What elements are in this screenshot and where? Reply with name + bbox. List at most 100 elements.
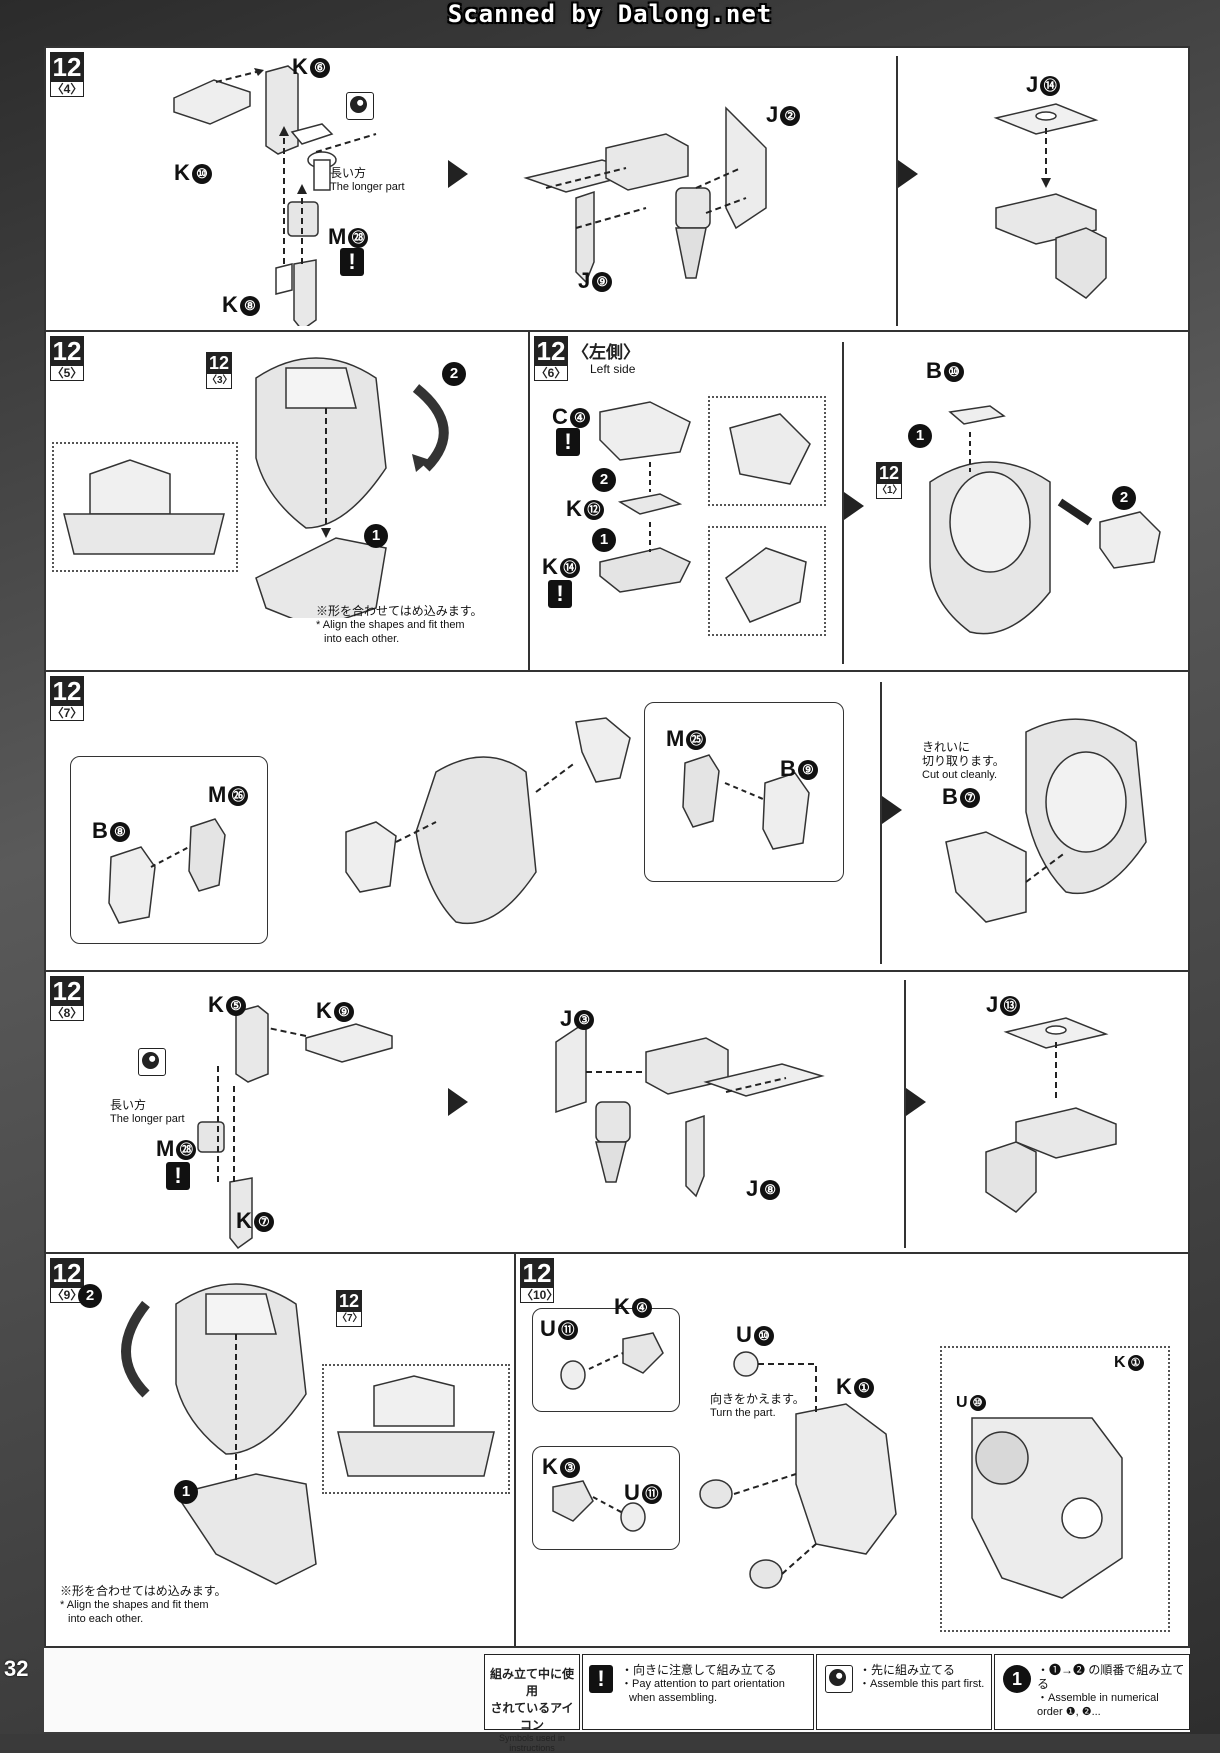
part-drawing-c4-k12-k14 [599, 401, 692, 593]
scan-watermark: Scanned by Dalong.net [447, 0, 773, 28]
panel-step-12-4: 12 〈4〉 [44, 46, 1190, 332]
next-arrow [844, 492, 864, 520]
reference-step: 12 〈1〉 [876, 462, 903, 499]
panel-step-12-9: 12 〈9〉 12 〈7〉 2 1 ※形を合わせてはめ込みます。 * Align… [44, 1252, 516, 1648]
part-drawing-k6-k10-k8 [173, 65, 377, 326]
order-marker-1: 1 [908, 424, 932, 448]
part-drawing-shield-2 [121, 1283, 317, 1585]
order-marker-1: 1 [174, 1480, 198, 1504]
order-marker-2: 2 [1112, 486, 1136, 510]
note-align-shapes: ※形を合わせてはめ込みます。 * Align the shapes and fi… [316, 604, 483, 645]
part-drawing-b7-shield [945, 718, 1147, 923]
note-longer-part: 長い方 The longer part [330, 166, 405, 193]
assemble-first-icon [138, 1048, 166, 1076]
caution-icon: ! [548, 580, 572, 608]
assemble-first-icon [346, 92, 374, 120]
part-drawing-k5-k9-k7 [197, 1005, 393, 1250]
detail-view-box [708, 396, 826, 506]
column-divider [842, 342, 844, 664]
detail-view-box [322, 1364, 510, 1494]
part-drawing-j13 [985, 1017, 1117, 1213]
detail-view-box [52, 442, 238, 572]
detail-drawing [63, 459, 225, 555]
step-number: 12 〈5〉 [50, 336, 84, 381]
order-marker-2: 2 [592, 468, 616, 492]
part-drawing-j2-j9 [523, 106, 767, 284]
order-marker-2: 2 [442, 362, 466, 386]
order-marker-1: 1 [364, 524, 388, 548]
part-drawing-k1-assembly [699, 1351, 897, 1589]
column-divider [904, 980, 906, 1248]
detail-view-box [708, 526, 826, 636]
next-arrow [898, 160, 918, 188]
detail-view-k1-u10 [940, 1346, 1170, 1632]
caution-icon: ! [166, 1162, 190, 1190]
order-marker-1: 1 [592, 528, 616, 552]
detail-view-u11-k4 [532, 1308, 680, 1412]
assemble-first-icon [825, 1665, 853, 1693]
next-arrow [906, 1088, 926, 1116]
step-number: 12 〈9〉 [50, 1258, 84, 1303]
detail-view-m25-b9 [644, 702, 844, 882]
note-cut-cleanly: きれいに 切り取ります。 Cut out cleanly. [922, 740, 1005, 781]
step-number: 12 〈10〉 [520, 1258, 559, 1303]
reference-step: 12 〈7〉 [336, 1290, 363, 1327]
note-turn-part: 向きをかえます。 Turn the part. [710, 1392, 805, 1419]
caution-icon: ! [589, 1665, 613, 1693]
instruction-sheet: 12 〈4〉 [44, 46, 1190, 1753]
note-align-shapes: ※形を合わせてはめ込みます。 * Align the shapes and fi… [60, 1584, 227, 1625]
part-drawing-b10-shield [929, 405, 1161, 635]
column-divider [896, 56, 898, 326]
part-drawing-shield-b-parts [345, 717, 631, 925]
step-number: 12 〈6〉 [534, 336, 568, 381]
next-arrow [882, 796, 902, 824]
caution-icon: ! [340, 248, 364, 276]
reference-step: 12 〈3〉 [206, 352, 233, 389]
caution-icon: ! [556, 428, 580, 456]
panel-step-12-5: 12 〈5〉 12 〈3〉 2 [44, 330, 530, 672]
next-arrow [448, 160, 468, 188]
note-longer-part: 長い方 The longer part [110, 1098, 185, 1125]
legend-caution: ! ・向きに注意して組み立てる ・Pay attention to part o… [582, 1654, 814, 1730]
page-number: 32 [4, 1656, 29, 1681]
legend-numerical-order: 1 ・❶→❷ の順番で組み立てる ・Assemble in numerical … [994, 1654, 1190, 1730]
side-heading: 〈左側〉 [572, 343, 640, 362]
side-heading-english: Left side [590, 362, 636, 376]
step-number: 12 〈4〉 [50, 52, 84, 97]
part-drawing-shield [255, 357, 449, 618]
step-number: 12 〈7〉 [50, 676, 84, 721]
next-arrow [448, 1088, 468, 1116]
part-drawing-j14 [993, 103, 1107, 299]
